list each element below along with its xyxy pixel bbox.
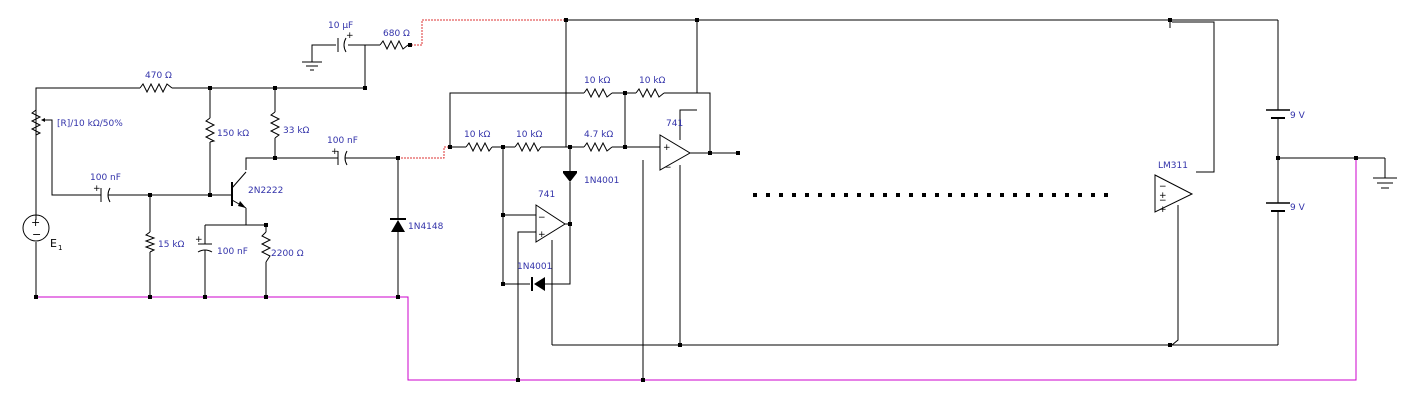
svg-text:2N2222: 2N2222 bbox=[248, 186, 283, 196]
resistor-4k7[interactable]: 4.7 kΩ bbox=[583, 130, 613, 153]
svg-text:[R]/10 kΩ/50%: [R]/10 kΩ/50% bbox=[57, 119, 123, 129]
svg-text:10 kΩ: 10 kΩ bbox=[639, 76, 666, 86]
comparator-lm311[interactable]: − + − + LM311 bbox=[1154, 161, 1194, 215]
diode-1n4001-feedback[interactable]: 1N4001 bbox=[563, 171, 619, 186]
resistor-33k[interactable]: 33 kΩ bbox=[269, 111, 310, 139]
opamp-741-rectifier[interactable]: − + 741 bbox=[535, 190, 566, 243]
junctions bbox=[34, 18, 1358, 382]
svg-text:+: + bbox=[1159, 205, 1167, 215]
svg-text:741: 741 bbox=[666, 119, 683, 129]
ground-rail bbox=[36, 158, 1357, 381]
svg-text:10 µF: 10 µF bbox=[328, 21, 353, 31]
ground-symbol-top bbox=[302, 61, 322, 71]
resistor-10k-feedback-left[interactable]: 10 kΩ bbox=[583, 76, 613, 99]
svg-text:9 V: 9 V bbox=[1290, 111, 1306, 121]
svg-text:1N4001: 1N4001 bbox=[517, 262, 552, 272]
resistor-10k-input[interactable]: 10 kΩ bbox=[464, 130, 493, 153]
svg-text:+: + bbox=[31, 216, 40, 229]
transistor-2n2222[interactable]: 2N2222 bbox=[231, 171, 283, 209]
capacitor-100nf-output[interactable]: + 100 nF bbox=[327, 136, 358, 166]
signal-link-out bbox=[398, 146, 450, 159]
svg-text:9 V: 9 V bbox=[1290, 203, 1306, 213]
capacitor-10uf[interactable]: + 10 µF bbox=[328, 21, 354, 53]
ground-symbol-right bbox=[1373, 177, 1397, 189]
resistor-10k-middle[interactable]: 10 kΩ bbox=[514, 130, 543, 153]
svg-text:2200 Ω: 2200 Ω bbox=[271, 249, 304, 259]
potentiometer[interactable]: [R]/10 kΩ/50% bbox=[30, 109, 123, 136]
svg-text:15 kΩ: 15 kΩ bbox=[158, 240, 185, 250]
svg-text:10 kΩ: 10 kΩ bbox=[584, 76, 611, 86]
svg-text:LM311: LM311 bbox=[1158, 161, 1188, 171]
svg-text:470 Ω: 470 Ω bbox=[145, 71, 172, 81]
svg-text:+: + bbox=[346, 31, 354, 41]
svg-text:−: − bbox=[538, 213, 546, 223]
svg-text:4.7 kΩ: 4.7 kΩ bbox=[584, 130, 613, 140]
svg-text:+: + bbox=[195, 235, 203, 245]
svg-text:100 nF: 100 nF bbox=[217, 247, 248, 257]
resistor-10k-feedback-right[interactable]: 10 kΩ bbox=[635, 76, 666, 99]
svg-text:1N4148: 1N4148 bbox=[408, 222, 444, 232]
svg-text:−: − bbox=[1159, 182, 1167, 192]
svg-text:−: − bbox=[32, 228, 41, 241]
resistor-15k[interactable]: 15 kΩ bbox=[144, 231, 185, 253]
svg-text:−: − bbox=[664, 163, 672, 173]
resistor-470[interactable]: 470 Ω bbox=[139, 71, 173, 94]
svg-text:1N4001: 1N4001 bbox=[584, 176, 619, 186]
svg-text:E: E bbox=[50, 237, 57, 250]
diode-1n4001-rectifier[interactable]: 1N4001 bbox=[517, 262, 552, 291]
capacitor-100nf-emitter[interactable]: + 100 nF bbox=[195, 235, 248, 258]
voltage-source-e1[interactable]: + − E 1 bbox=[22, 214, 62, 252]
svg-text:+: + bbox=[331, 147, 339, 157]
resistor-680[interactable]: 680 Ω bbox=[379, 29, 410, 51]
diode-1n4148[interactable]: 1N4148 bbox=[390, 218, 444, 232]
resistor-150k[interactable]: 150 kΩ bbox=[204, 117, 249, 143]
svg-text:+: + bbox=[538, 230, 546, 240]
svg-text:741: 741 bbox=[538, 190, 555, 200]
battery-9v-bottom[interactable]: 9 V bbox=[1266, 195, 1306, 225]
svg-text:10 kΩ: 10 kΩ bbox=[464, 130, 491, 140]
opamp-741-output[interactable]: + − 741 bbox=[659, 119, 691, 173]
svg-text:+: + bbox=[663, 143, 671, 153]
svg-text:150 kΩ: 150 kΩ bbox=[217, 129, 249, 139]
svg-text:+: + bbox=[1159, 191, 1167, 201]
svg-text:33 kΩ: 33 kΩ bbox=[283, 126, 310, 136]
resistor-2200[interactable]: 2200 Ω bbox=[260, 231, 304, 263]
signal-link-top bbox=[408, 19, 566, 46]
svg-text:680 Ω: 680 Ω bbox=[383, 29, 410, 39]
wires bbox=[35, 19, 1386, 380]
svg-text:+: + bbox=[93, 184, 101, 194]
svg-text:100 nF: 100 nF bbox=[327, 136, 358, 146]
svg-text:10 kΩ: 10 kΩ bbox=[516, 130, 543, 140]
capacitor-100nf-input[interactable]: + 100 nF bbox=[90, 173, 121, 203]
battery-9v-top[interactable]: 9 V bbox=[1266, 100, 1306, 130]
svg-text:1: 1 bbox=[58, 244, 62, 252]
svg-text:−: − bbox=[1159, 196, 1167, 206]
svg-text:100 nF: 100 nF bbox=[90, 173, 121, 183]
